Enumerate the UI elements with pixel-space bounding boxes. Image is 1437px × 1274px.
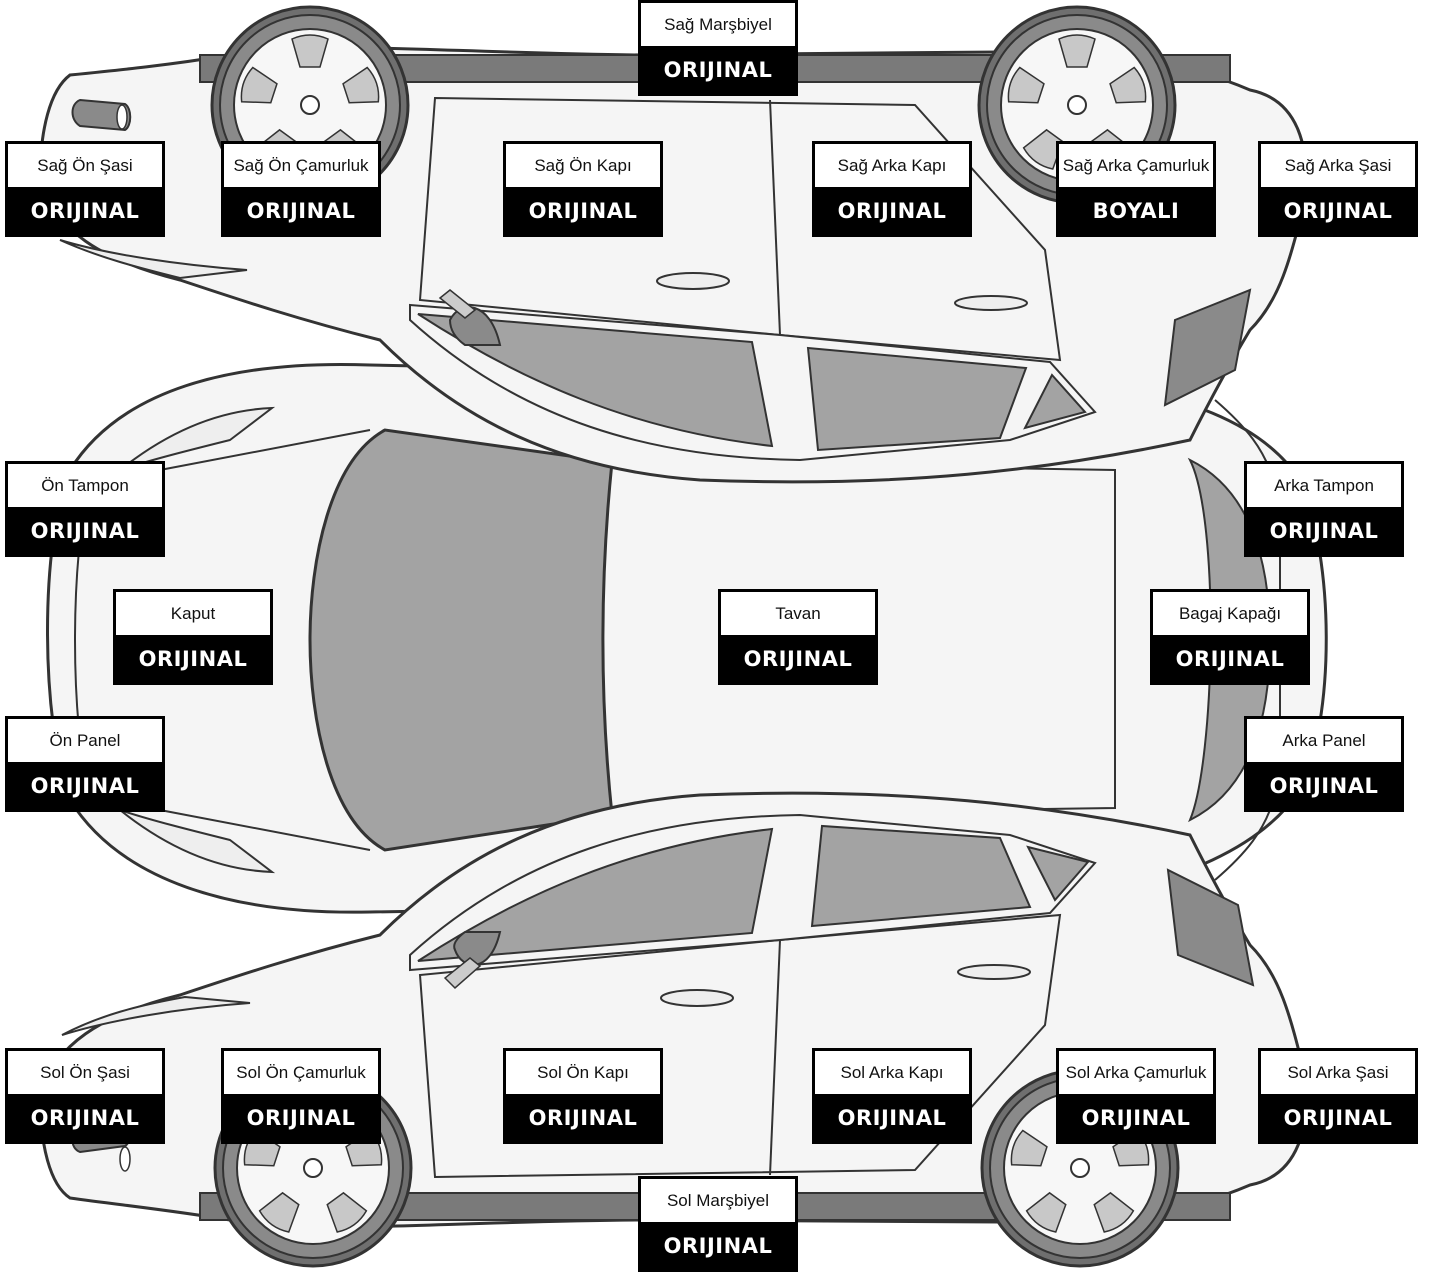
part-status: ORIJINAL: [246, 1105, 356, 1130]
part-status: ORIJINAL: [1269, 773, 1379, 798]
part-status: ORIJINAL: [1283, 1105, 1393, 1130]
part-name: Arka Tampon: [1247, 464, 1401, 507]
part-name: Kaput: [116, 592, 270, 635]
part-name: Sağ Ön Kapı: [506, 144, 660, 187]
part-name: Bagaj Kapağı: [1153, 592, 1307, 635]
part-status: ORIJINAL: [30, 198, 140, 223]
tag-arka-tampon[interactable]: Arka Tampon ORIJINAL: [1244, 461, 1404, 557]
tag-sol-on-kapi[interactable]: Sol Ön Kapı ORIJINAL: [503, 1048, 663, 1144]
part-status: ORIJINAL: [528, 1105, 638, 1130]
tag-sag-on-kapi[interactable]: Sağ Ön Kapı ORIJINAL: [503, 141, 663, 237]
part-status: ORIJINAL: [1269, 518, 1379, 543]
part-name: Sol Ön Şasi: [8, 1051, 162, 1094]
part-status: ORIJINAL: [837, 1105, 947, 1130]
part-status: ORIJINAL: [743, 646, 853, 671]
part-name: Sağ Marşbiyel: [641, 3, 795, 46]
part-status: ORIJINAL: [528, 198, 638, 223]
part-status: BOYALI: [1092, 198, 1180, 223]
part-name: Sol Arka Çamurluk: [1059, 1051, 1213, 1094]
part-name: Sol Arka Şasi: [1261, 1051, 1415, 1094]
part-name: Sağ Ön Çamurluk: [224, 144, 378, 187]
part-name: Sağ Arka Şasi: [1261, 144, 1415, 187]
part-status: ORIJINAL: [1081, 1105, 1191, 1130]
tag-sag-on-sasi[interactable]: Sağ Ön Şasi ORIJINAL: [5, 141, 165, 237]
part-name: Sağ Ön Şasi: [8, 144, 162, 187]
tag-kaput[interactable]: Kaput ORIJINAL: [113, 589, 273, 685]
part-name: Sol Ön Çamurluk: [224, 1051, 378, 1094]
tag-on-tampon[interactable]: Ön Tampon ORIJINAL: [5, 461, 165, 557]
part-status: ORIJINAL: [663, 1233, 773, 1258]
tag-sag-arka-kapi[interactable]: Sağ Arka Kapı ORIJINAL: [812, 141, 972, 237]
part-name: Sağ Arka Kapı: [815, 144, 969, 187]
tag-sag-on-camurluk[interactable]: Sağ Ön Çamurluk ORIJINAL: [221, 141, 381, 237]
tag-sol-marsbiyel[interactable]: Sol Marşbiyel ORIJINAL: [638, 1176, 798, 1272]
tag-on-panel[interactable]: Ön Panel ORIJINAL: [5, 716, 165, 812]
tag-sag-arka-camurluk[interactable]: Sağ Arka Çamurluk BOYALI: [1056, 141, 1216, 237]
tag-tavan[interactable]: Tavan ORIJINAL: [718, 589, 878, 685]
part-name: Sol Ön Kapı: [506, 1051, 660, 1094]
part-status: ORIJINAL: [663, 57, 773, 82]
tag-arka-panel[interactable]: Arka Panel ORIJINAL: [1244, 716, 1404, 812]
tag-bagaj-kapagi[interactable]: Bagaj Kapağı ORIJINAL: [1150, 589, 1310, 685]
part-status: ORIJINAL: [30, 1105, 140, 1130]
part-name: Arka Panel: [1247, 719, 1401, 762]
part-name: Ön Panel: [8, 719, 162, 762]
part-name: Sağ Arka Çamurluk: [1059, 144, 1213, 187]
tag-sol-on-sasi[interactable]: Sol Ön Şasi ORIJINAL: [5, 1048, 165, 1144]
part-status: ORIJINAL: [1283, 198, 1393, 223]
part-name: Sol Marşbiyel: [641, 1179, 795, 1222]
part-name: Sol Arka Kapı: [815, 1051, 969, 1094]
part-status: ORIJINAL: [246, 198, 356, 223]
part-status: ORIJINAL: [1175, 646, 1285, 671]
part-status: ORIJINAL: [30, 518, 140, 543]
part-name: Ön Tampon: [8, 464, 162, 507]
tag-sol-arka-kapi[interactable]: Sol Arka Kapı ORIJINAL: [812, 1048, 972, 1144]
part-name: Tavan: [721, 592, 875, 635]
tag-sag-arka-sasi[interactable]: Sağ Arka Şasi ORIJINAL: [1258, 141, 1418, 237]
part-status: ORIJINAL: [138, 646, 248, 671]
tag-sol-on-camurluk[interactable]: Sol Ön Çamurluk ORIJINAL: [221, 1048, 381, 1144]
part-status: ORIJINAL: [30, 773, 140, 798]
part-status: ORIJINAL: [837, 198, 947, 223]
tag-sag-marsbiyel[interactable]: Sağ Marşbiyel ORIJINAL: [638, 0, 798, 96]
tag-sol-arka-camurluk[interactable]: Sol Arka Çamurluk ORIJINAL: [1056, 1048, 1216, 1144]
tag-sol-arka-sasi[interactable]: Sol Arka Şasi ORIJINAL: [1258, 1048, 1418, 1144]
